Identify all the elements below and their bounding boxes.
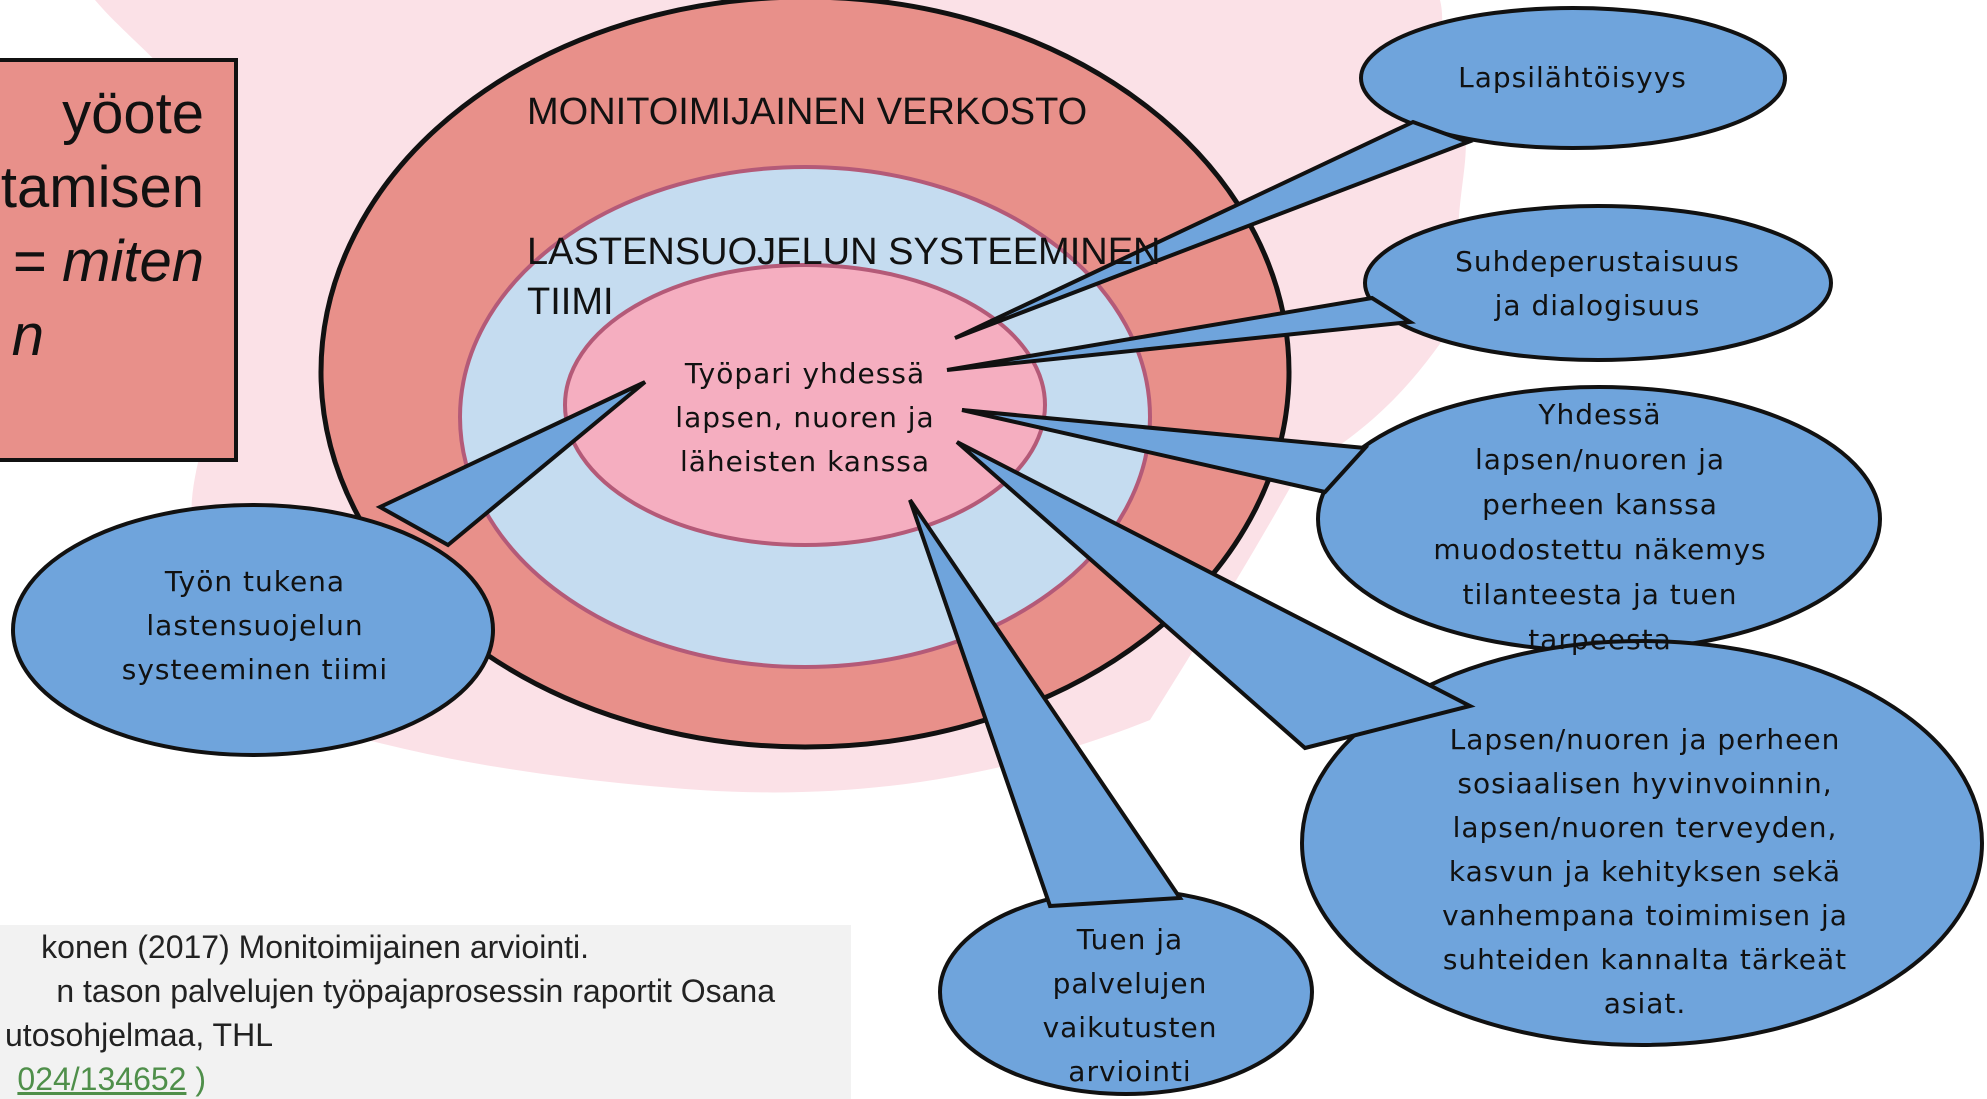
arviointi-text-line-2: palvelujen bbox=[1052, 967, 1208, 1000]
asiat-text-line-3: lapsen/nuoren terveyden, bbox=[1452, 811, 1838, 844]
reference-line-1: konen (2017) Monitoimijainen arviointi. bbox=[41, 929, 589, 965]
bubble-arviointi bbox=[908, 498, 1314, 1096]
arviointi-text-line-3: vaikutusten bbox=[1042, 1011, 1218, 1044]
bubble-suhdeperustaisuus bbox=[946, 204, 1833, 372]
left-partial-box: yöote tamisen = miten n bbox=[0, 58, 238, 462]
asiat-text-line-4: kasvun ja kehityksen sekä bbox=[1448, 855, 1842, 888]
outer-ring-label: MONITOIMIJAINEN VERKOSTO bbox=[527, 91, 1088, 133]
left-box-line-4: n bbox=[11, 303, 44, 368]
nakemys-text-line-3: perheen kanssa bbox=[1482, 488, 1718, 521]
reference-link[interactable]: 024/134652 bbox=[17, 1061, 187, 1097]
asiat-text-line-7: asiat. bbox=[1603, 987, 1687, 1020]
nakemys-text-line-1: Yhdessä bbox=[1538, 398, 1662, 431]
bubble-tarkeat-asiat bbox=[955, 440, 1984, 1047]
bubble-lapsilahtoisyys bbox=[954, 6, 1787, 340]
tiimi-text-line-2: lastensuojelun bbox=[146, 609, 364, 642]
inner-ring-label-2: lapsen, nuoren ja bbox=[675, 401, 935, 434]
middle-ring-label-1: LASTENSUOJELUN SYSTEEMINEN bbox=[527, 231, 1161, 273]
arviointi-text-line-4: arviointi bbox=[1068, 1055, 1192, 1088]
inner-ring-pair bbox=[563, 263, 1047, 547]
inner-ring-label-3: läheisten kanssa bbox=[679, 445, 931, 478]
left-box-line-1: yöote bbox=[62, 81, 204, 146]
nakemys-text-line-4: muodostettu näkemys bbox=[1433, 533, 1767, 566]
reference-line-2: n tason palvelujen työpajaprosessin rapo… bbox=[56, 973, 775, 1009]
reference-line-4: 024/134652 ) bbox=[17, 1061, 206, 1098]
nakemys-text-line-2: lapsen/nuoren ja bbox=[1474, 443, 1726, 476]
left-box-line-3: = miten bbox=[12, 229, 204, 294]
asiat-text-line-5: vanhempana toimimisen ja bbox=[1442, 899, 1848, 932]
bubble-suhde-label-2: ja dialogisuus bbox=[1494, 289, 1701, 322]
asiat-text-line-2: sosiaalisen hyvinvoinnin, bbox=[1457, 767, 1833, 800]
asiat-text-line-6: suhteiden kannalta tärkeät bbox=[1442, 943, 1848, 976]
left-box-line-2: tamisen bbox=[0, 155, 204, 220]
bubble-systeeminen-tiimi bbox=[11, 380, 647, 757]
tiimi-text-line-1: Työn tukena bbox=[164, 565, 346, 598]
reference-link-suffix: ) bbox=[186, 1061, 206, 1097]
inner-ring-label-1: Työpari yhdessä bbox=[684, 357, 926, 390]
arviointi-text-line-1: Tuen ja bbox=[1076, 923, 1184, 956]
nakemys-text-line-6: tarpeesta bbox=[1528, 623, 1672, 656]
reference-box: konen (2017) Monitoimijainen arviointi. … bbox=[0, 925, 851, 1099]
bubble-suhde-label-1: Suhdeperustaisuus bbox=[1455, 245, 1740, 278]
reference-line-3: utosohjelmaa, THL bbox=[5, 1017, 273, 1053]
bubble-nakemys bbox=[961, 385, 1882, 653]
tiimi-text-line-3: systeeminen tiimi bbox=[121, 653, 389, 686]
asiat-text-line-1: Lapsen/nuoren ja perheen bbox=[1449, 723, 1841, 756]
bubble-lapsilahtoisyys-label: Lapsilähtöisyys bbox=[1458, 61, 1687, 94]
middle-ring-label-2: TIIMI bbox=[527, 281, 614, 323]
nakemys-text-line-5: tilanteesta ja tuen bbox=[1462, 578, 1738, 611]
